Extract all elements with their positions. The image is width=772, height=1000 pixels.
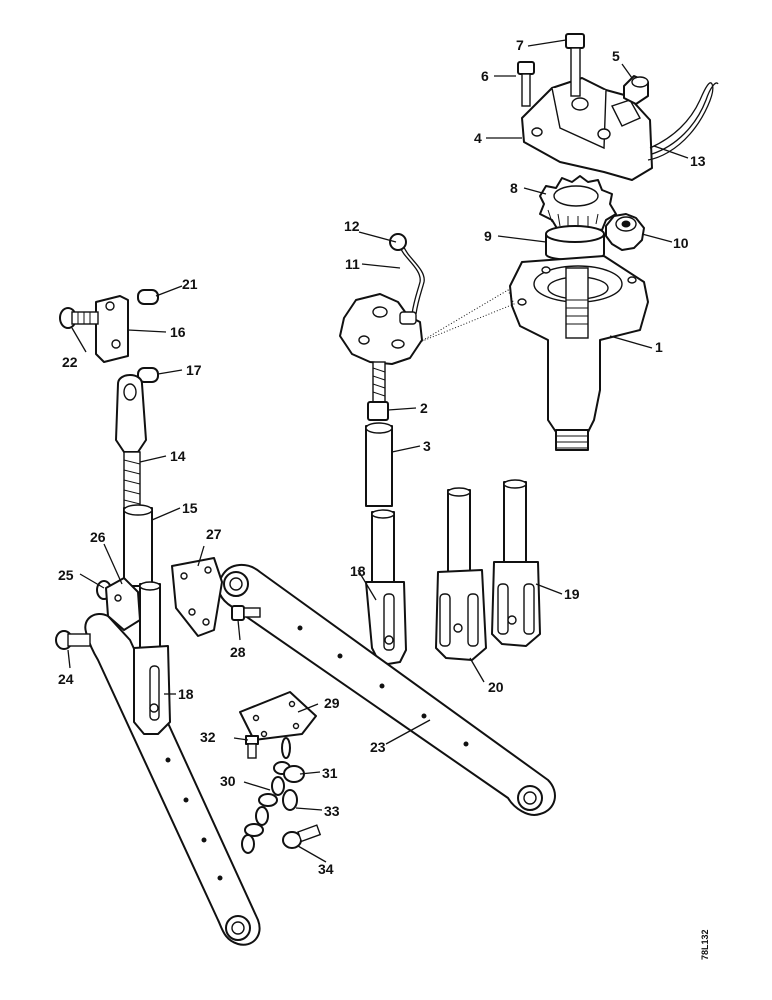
top-link-14 <box>115 374 147 509</box>
pipe-13 <box>647 82 719 161</box>
callout-23: 23 <box>370 739 386 755</box>
fork-18-left <box>133 581 171 735</box>
bracket-16 <box>95 295 129 363</box>
callout-20: 20 <box>488 679 504 695</box>
callout-2: 2 <box>420 400 428 416</box>
main-housing-1 <box>509 255 649 451</box>
lift-rod-screw <box>372 361 386 403</box>
lower-link-arm-23 <box>217 564 556 816</box>
callout-21: 21 <box>182 276 198 292</box>
callout-5: 5 <box>612 48 620 64</box>
sight-line <box>419 289 515 343</box>
bolt-28 <box>231 605 261 621</box>
callout-30: 30 <box>220 773 236 789</box>
pin-22 <box>59 307 99 329</box>
callout-6: 6 <box>481 68 489 84</box>
callout-9: 9 <box>484 228 492 244</box>
callout-15: 15 <box>182 500 198 516</box>
fork-19 <box>491 479 541 647</box>
lever-11 <box>397 241 425 315</box>
bolt-32 <box>245 735 259 759</box>
pin-21 <box>137 289 159 305</box>
callout-18-left: 18 <box>178 686 194 702</box>
leader-lines <box>67 39 689 863</box>
nut-2 <box>367 401 389 421</box>
callout-25: 25 <box>58 567 74 583</box>
callout-13: 13 <box>690 153 706 169</box>
plate-29 <box>239 691 317 741</box>
ring-33 <box>282 789 298 811</box>
callout-17: 17 <box>186 362 202 378</box>
callout-24: 24 <box>58 671 74 687</box>
fork-18-center <box>365 509 407 665</box>
callout-3: 3 <box>423 438 431 454</box>
callout-32: 32 <box>200 729 216 745</box>
callout-4: 4 <box>474 130 482 146</box>
callout-28: 28 <box>230 644 246 660</box>
chain-30 <box>241 737 291 854</box>
callout-7: 7 <box>516 37 524 53</box>
callout-12: 12 <box>344 218 360 234</box>
fitting-5 <box>623 75 649 105</box>
fork-20 <box>435 487 487 661</box>
drawing-reference-code: 78L132 <box>700 929 710 960</box>
pin-34 <box>282 824 322 849</box>
callout-27: 27 <box>206 526 222 542</box>
callout-10: 10 <box>673 235 689 251</box>
callout-8: 8 <box>510 180 518 196</box>
bush-9 <box>545 225 605 261</box>
tube-15 <box>123 504 153 587</box>
bolt-6 <box>517 61 535 107</box>
top-housing-cover <box>521 77 653 181</box>
callout-14: 14 <box>170 448 186 464</box>
pinion-10 <box>605 213 645 251</box>
knob-12 <box>389 233 407 251</box>
callout-29: 29 <box>324 695 340 711</box>
callout-1: 1 <box>655 339 663 355</box>
gear-8 <box>539 175 617 235</box>
callout-18-center: 18 <box>350 563 366 579</box>
tube-3 <box>365 422 393 507</box>
callout-34: 34 <box>318 861 334 877</box>
callout-22: 22 <box>62 354 78 370</box>
bolt-24 <box>55 630 91 650</box>
lever-housing <box>339 293 423 365</box>
pin-17 <box>137 367 159 383</box>
bolt-7 <box>565 33 585 97</box>
bracket-27 <box>171 557 223 637</box>
callout-33: 33 <box>324 803 340 819</box>
callout-16: 16 <box>170 324 186 340</box>
callout-26: 26 <box>90 529 106 545</box>
callout-labels: 1 2 3 4 5 6 7 8 9 10 11 12 13 14 15 16 1… <box>58 37 706 877</box>
callout-19: 19 <box>564 586 580 602</box>
lower-link-arm-left <box>84 613 261 946</box>
callout-31: 31 <box>322 765 338 781</box>
callout-11: 11 <box>345 256 360 272</box>
